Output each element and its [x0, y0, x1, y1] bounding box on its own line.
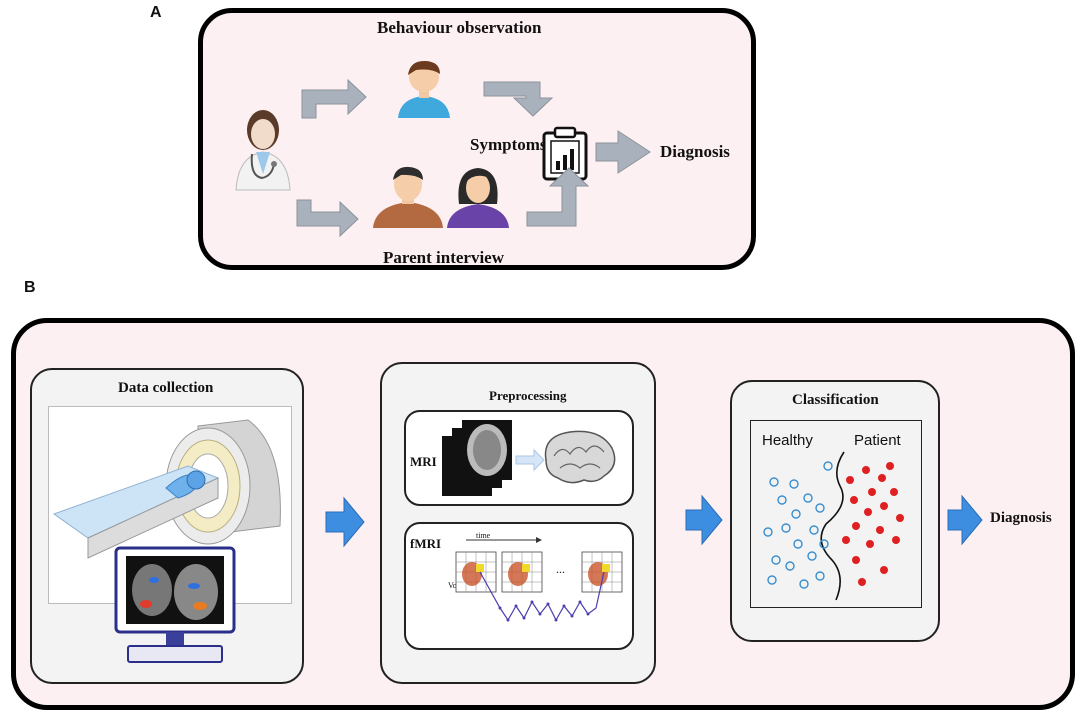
panel-b-arrows: [325, 494, 983, 548]
parent-interview-title: Parent interview: [383, 248, 505, 267]
preprocessing-title: Preprocessing: [489, 388, 567, 403]
doctor-icon: [235, 110, 291, 191]
data-collection-title: Data collection: [118, 380, 214, 396]
panel-a-letter: A: [150, 4, 162, 21]
mri-slices: [442, 420, 545, 496]
healthy-label: Healthy: [762, 432, 813, 449]
panel-a-arrows: [296, 78, 651, 238]
diagnosis-label-a: Diagnosis: [660, 142, 730, 161]
brain-icon: [544, 430, 616, 484]
father-icon: [373, 166, 443, 228]
fmri-volumes: [455, 537, 623, 622]
mri-scanner-icon: [52, 419, 281, 559]
monitor-icon: [114, 546, 236, 663]
behaviour-observation-title: Behaviour observation: [377, 18, 542, 37]
panel-b-letter: B: [24, 279, 36, 296]
fmri-label: fMRI: [410, 536, 442, 551]
time-label: time: [476, 531, 491, 540]
symptoms-label: Symptoms: [470, 135, 547, 154]
fmri-ellipsis: ...: [556, 562, 565, 576]
classification-scatter: [763, 451, 904, 601]
mother-icon: [447, 168, 509, 228]
patient-label: Patient: [854, 432, 901, 449]
child-icon: [398, 60, 450, 118]
diagnosis-label-b: Diagnosis: [990, 510, 1052, 526]
classification-title: Classification: [792, 392, 879, 408]
mri-label: MRI: [410, 454, 437, 469]
